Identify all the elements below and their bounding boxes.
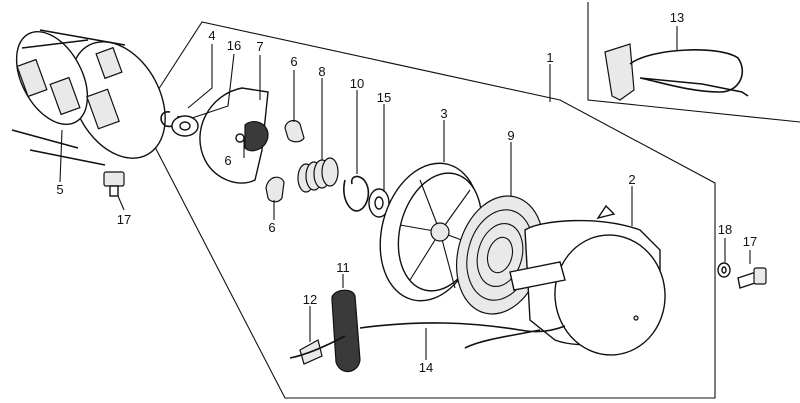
part-13-wire: [604, 43, 749, 101]
callout-3: 3: [440, 106, 447, 121]
part-16-washer: [171, 115, 199, 137]
callout-11: 11: [336, 260, 350, 275]
callout-6-lower: 6: [268, 220, 275, 235]
callout-labels: 4 16 7 6 8 10 15 3 9 1 2 5 6 6 11 12 14 …: [56, 10, 757, 375]
callout-17-right: 17: [743, 234, 757, 249]
part-10-clip: [343, 175, 370, 212]
part-14-rope: [289, 322, 566, 359]
callout-6-middle: 6: [224, 153, 231, 168]
callout-17-left: 17: [117, 212, 131, 227]
leader-lines: [59, 26, 751, 360]
callout-7: 7: [256, 39, 263, 54]
callout-5: 5: [56, 182, 63, 197]
part-6-pawl-upper: [284, 119, 305, 143]
part-11-handle: [331, 289, 361, 373]
callout-8: 8: [318, 64, 325, 79]
part-8-spring: [297, 157, 339, 193]
callout-6-upper: 6: [290, 54, 297, 69]
callout-12: 12: [303, 292, 317, 307]
part-17-bolt-right: [737, 267, 767, 289]
callout-14: 14: [419, 360, 433, 375]
part-2-housing: [509, 204, 666, 356]
callout-16: 16: [227, 38, 241, 53]
callout-15: 15: [377, 90, 391, 105]
assembly-outline: [139, 21, 716, 399]
part-7-plate: [199, 87, 269, 184]
callout-10: 10: [350, 76, 364, 91]
callout-13: 13: [670, 10, 684, 25]
part-5-drum: [11, 29, 166, 166]
callout-1: 1: [546, 50, 553, 65]
part-6-pawl-lower: [265, 176, 285, 203]
callout-2: 2: [628, 172, 635, 187]
inset-box: [587, 2, 800, 123]
part-17-bolt-left: [103, 171, 125, 197]
callout-18: 18: [718, 222, 732, 237]
callout-4: 4: [208, 28, 215, 43]
part-18-washer: [717, 262, 731, 278]
callout-9: 9: [507, 128, 514, 143]
part-15-washer: [368, 188, 390, 218]
